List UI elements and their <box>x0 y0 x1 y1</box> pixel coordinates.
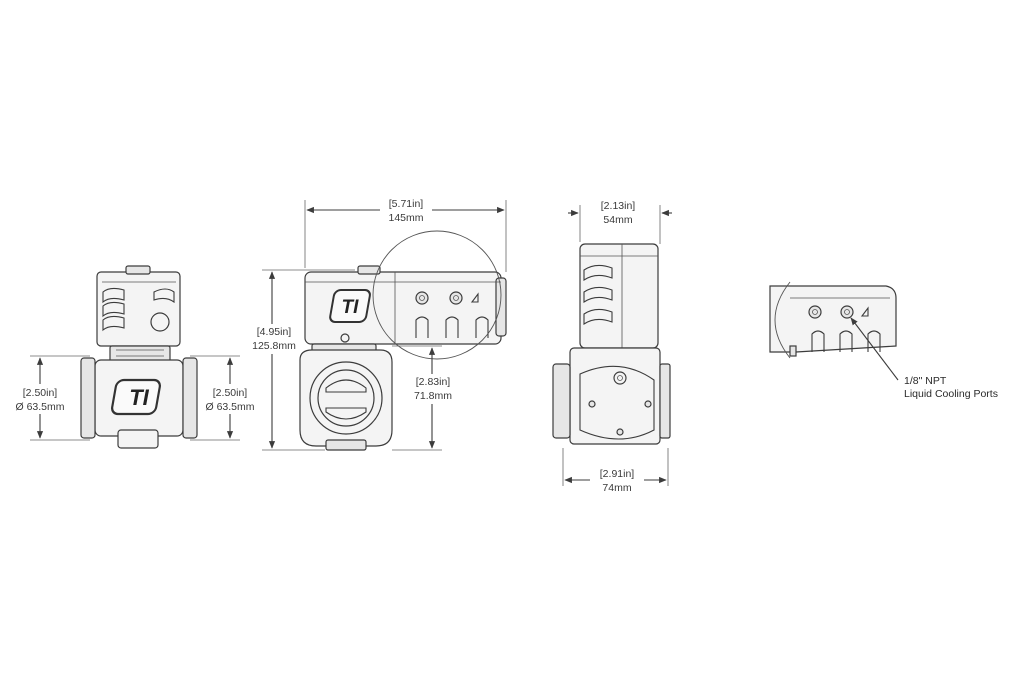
side-center-mm-label: 71.8mm <box>414 390 452 402</box>
detail-port-2 <box>840 305 854 319</box>
outlet-flange <box>182 357 198 439</box>
logo-icon: TI <box>329 289 371 323</box>
rear-bottom-mm-label: 74mm <box>602 482 631 494</box>
rear-top-in-label: [2.13in] <box>601 200 636 212</box>
flange-left <box>552 363 571 439</box>
side-length-dimension: [5.71in] 145mm <box>304 196 507 272</box>
front-inlet-mm-label: Ø 63.5mm <box>15 401 64 413</box>
end-cap <box>495 277 507 337</box>
front-outlet-in-label: [2.50in] <box>213 387 248 399</box>
side-length-mm-label: 145mm <box>388 212 423 224</box>
side-center-in-label: [2.83in] <box>416 376 451 388</box>
side-height-mm-label: 125.8mm <box>252 340 296 352</box>
side-length-in-label: [5.71in] <box>389 198 424 210</box>
actuator-housing <box>96 271 181 347</box>
side-height-in-label: [4.95in] <box>257 326 292 338</box>
bottom-boss <box>117 429 159 449</box>
detail-port-1 <box>808 305 822 319</box>
bolt-head <box>150 312 170 332</box>
logo-icon: TI <box>111 378 161 416</box>
detail-view: 1/8" NPT Liquid Cooling Ports <box>769 281 998 400</box>
cooling-fins <box>102 287 175 332</box>
front-view: TI [2.50in] Ø 63.5mm [2.50in] Ø 63.5mm <box>8 265 262 449</box>
side-height-dimension: [4.95in] 125.8mm <box>246 269 355 451</box>
cooling-port-1 <box>415 291 429 305</box>
rear-top-mm-label: 54mm <box>603 214 632 226</box>
front-left-dimension: [2.50in] Ø 63.5mm <box>8 355 90 441</box>
callout-line2: Liquid Cooling Ports <box>904 388 998 400</box>
rear-bottom-in-label: [2.91in] <box>600 468 635 480</box>
logo-text: TI <box>129 385 149 410</box>
actuator-housing <box>579 243 659 349</box>
inlet-flange <box>80 357 96 439</box>
valve-body <box>569 347 661 445</box>
callout-line1: 1/8" NPT <box>904 375 947 387</box>
flange-right <box>659 363 671 439</box>
side-center-dimension: [2.83in] 71.8mm <box>392 345 458 451</box>
rear-top-dimension: [2.13in] 54mm <box>568 198 672 244</box>
rear-bottom-dimension: [2.91in] 74mm <box>562 448 669 496</box>
rear-view: [2.13in] 54mm [2.91in] 74mm <box>552 198 672 496</box>
cooling-port-2 <box>449 291 463 305</box>
callout-leader <box>850 317 899 381</box>
front-right-dimension: [2.50in] Ø 63.5mm <box>190 355 262 441</box>
detail-housing <box>769 285 897 353</box>
front-outlet-mm-label: Ø 63.5mm <box>205 401 254 413</box>
side-view: TI [5.71in] 145mm [4.95in] 125.8mm <box>246 196 507 451</box>
actuator-cap <box>125 265 151 275</box>
detail-circle <box>372 230 502 360</box>
svg-text:TI: TI <box>342 297 360 318</box>
front-inlet-in-label: [2.50in] <box>23 387 58 399</box>
